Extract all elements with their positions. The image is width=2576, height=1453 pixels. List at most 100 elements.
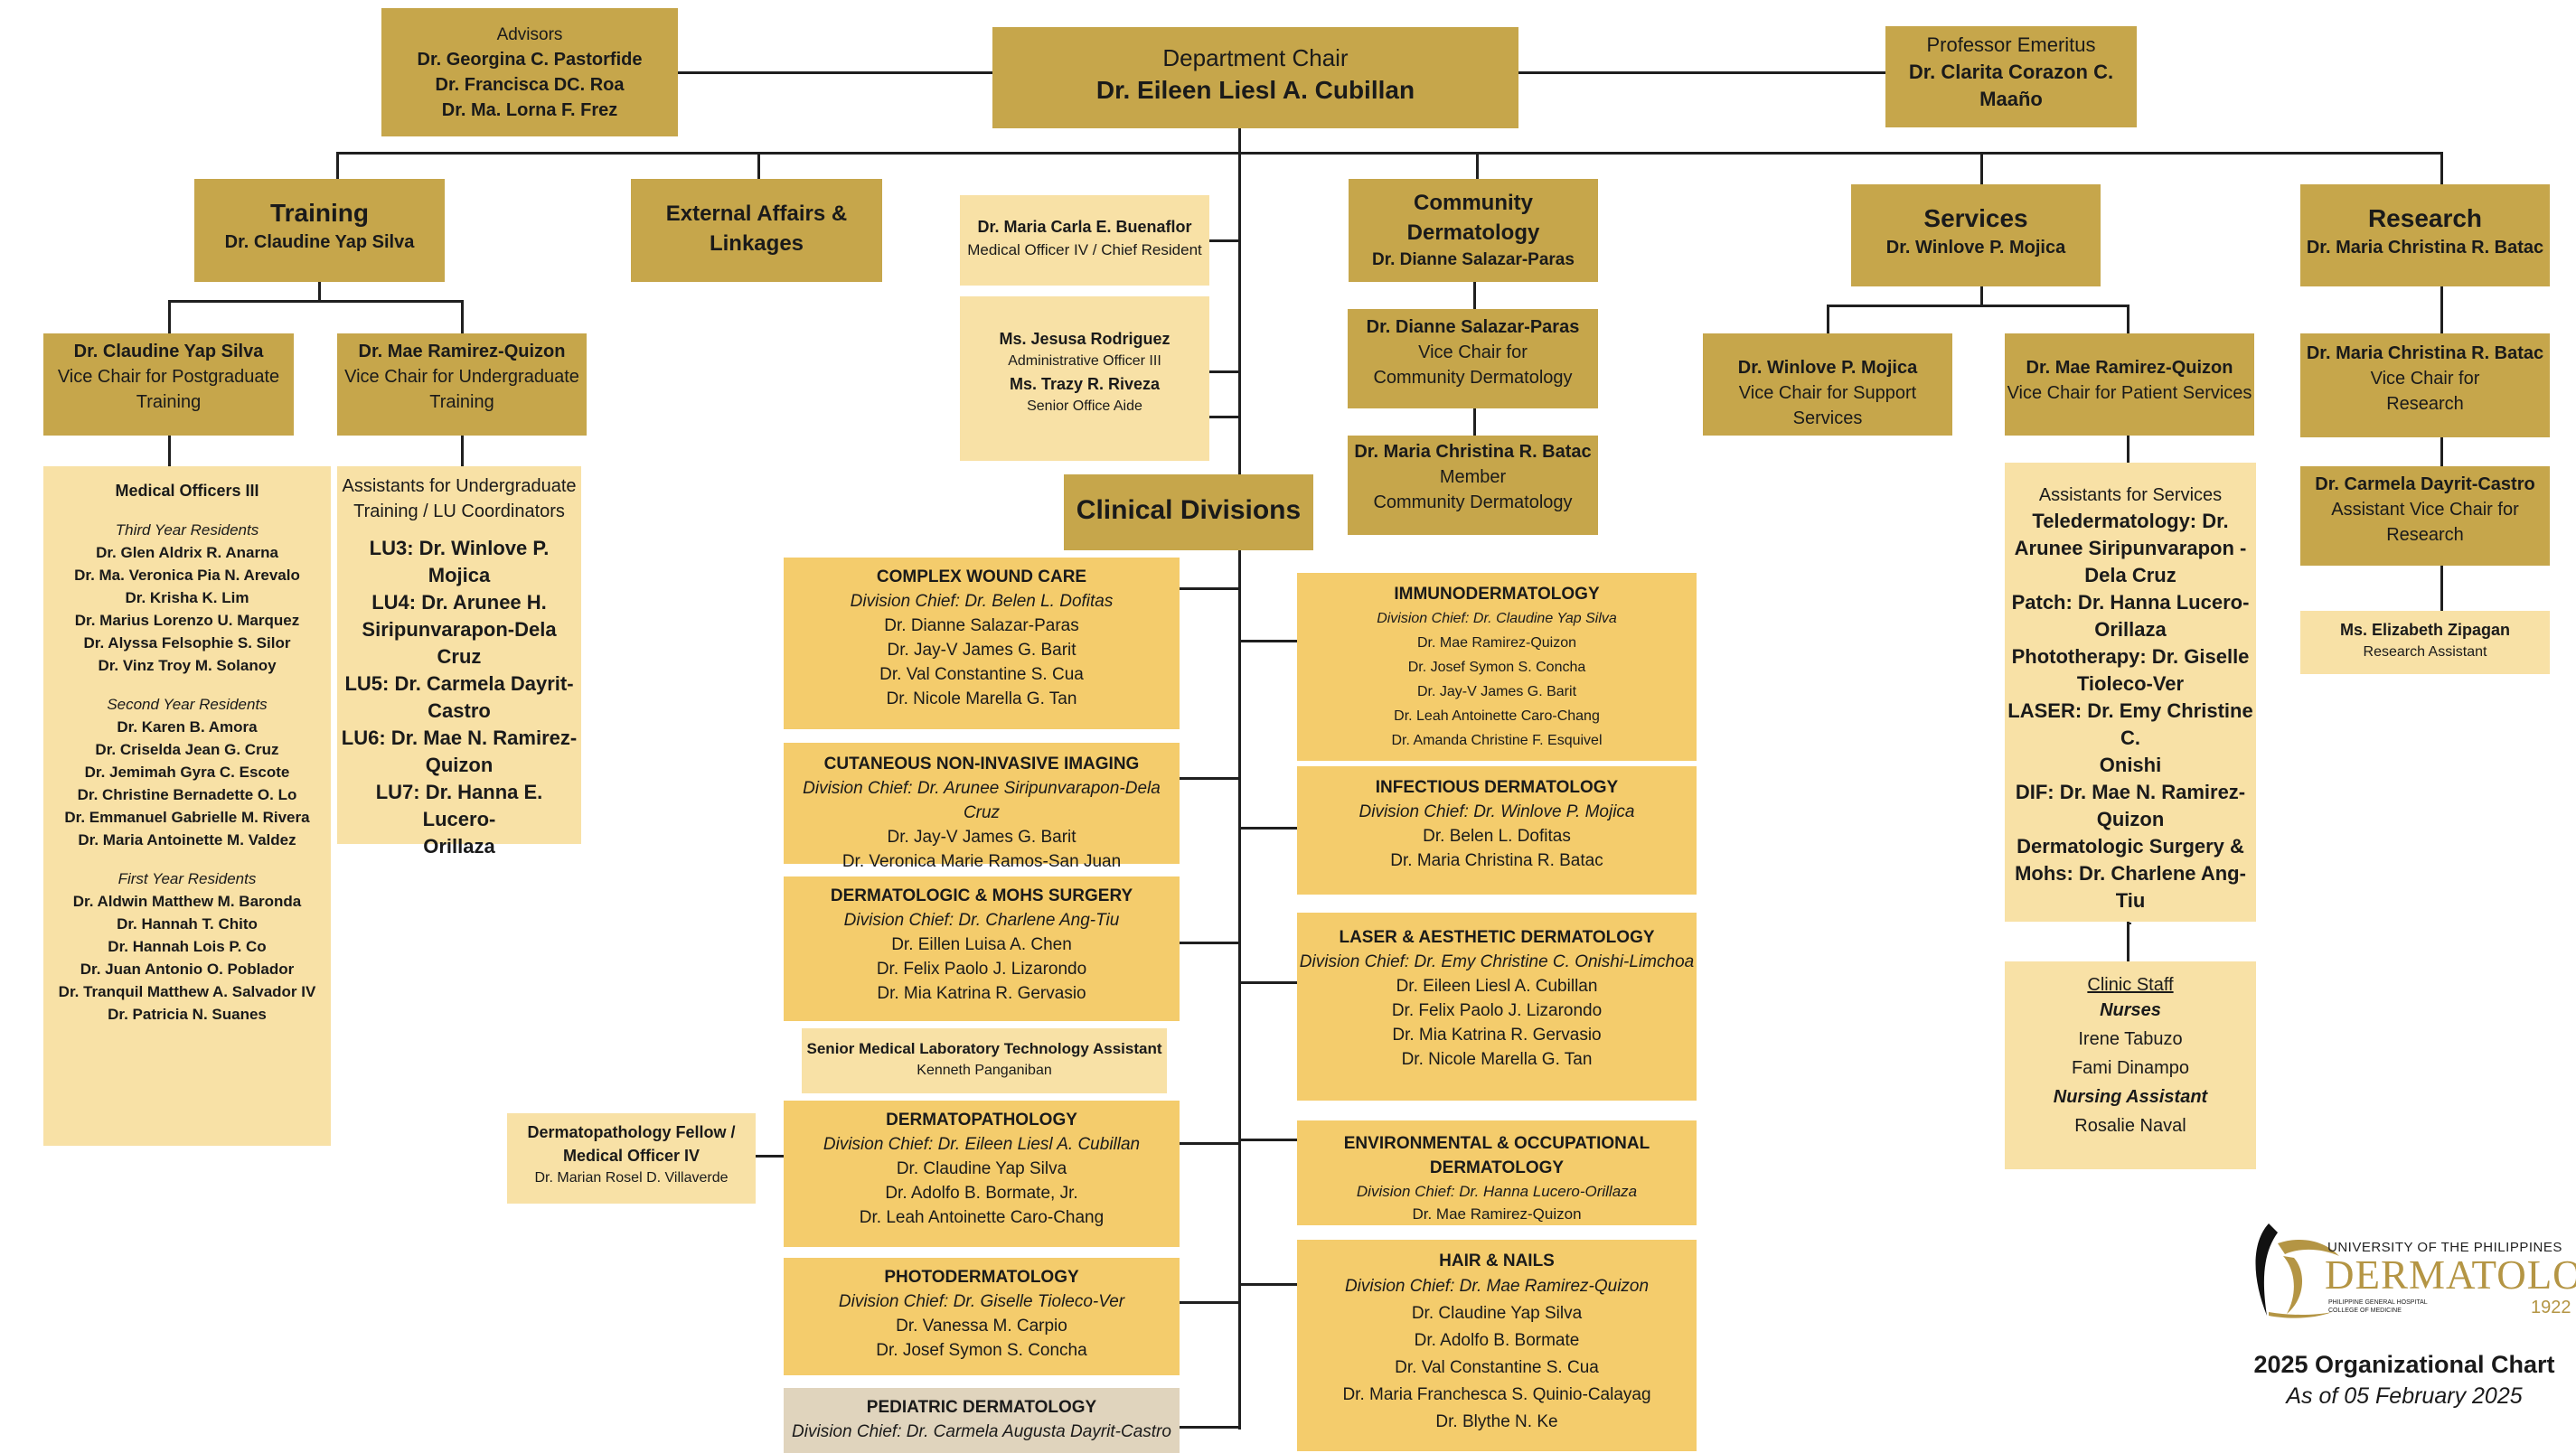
department-logo: UNIVERSITY OF THE PHILIPPINES DERMATOLOG…: [2242, 1216, 2576, 1325]
division-name: INFECTIOUS DERMATOLOGY: [1375, 778, 1619, 797]
service-assistant: Arunee Siripunvarapon -: [2014, 537, 2247, 559]
research-vc-name: Dr. Maria Christina R. Batac: [2306, 343, 2544, 363]
service-assistant: DIF: Dr. Mae N. Ramirez-: [2015, 781, 2246, 803]
division-name: CUTANEOUS NON-INVASIVE IMAGING: [823, 755, 1140, 773]
resident-name: Dr. Tranquil Matthew A. Salvador IV: [58, 983, 316, 1000]
advisors-heading: Advisors: [496, 25, 563, 44]
fellow-role: Dermatopathology Fellow /: [527, 1123, 736, 1141]
community-vc-name: Dr. Dianne Salazar-Paras: [1366, 317, 1580, 337]
fellow-role: Medical Officer IV: [562, 1147, 700, 1165]
division-name: DERMATOPATHOLOGY: [886, 1111, 1077, 1130]
service-assistant: LASER: Dr. Emy Christine C.: [2007, 699, 2253, 749]
division-pediatric-dermatology: PEDIATRIC DERMATOLOGY Division Chief: Dr…: [784, 1388, 1180, 1453]
research-avc-name: Dr. Carmela Dayrit-Castro: [2315, 474, 2535, 494]
chief-resident-name: Dr. Maria Carla E. Buenaflor: [977, 218, 1192, 236]
training-box: Training Dr. Claudine Yap Silva: [194, 179, 445, 282]
ug-vc-role: Vice Chair for Undergraduate: [344, 367, 579, 387]
division-member: Dr. Belen L. Dofitas: [1423, 827, 1571, 846]
division-cutaneous-imaging: CUTANEOUS NON-INVASIVE IMAGING Division …: [784, 743, 1180, 871]
division-chief: Division Chief: Dr. Carmela Augusta Dayr…: [792, 1422, 1171, 1441]
dermatology-flame-icon: [2255, 1223, 2339, 1318]
emeritus-name: Dr. Clarita Corazon C.: [1908, 61, 2114, 83]
admin-name: Ms. Trazy R. Riveza: [1009, 375, 1161, 393]
division-environmental-occupational: ENVIRONMENTAL & OCCUPATIONAL DERMATOLOGY…: [1297, 1120, 1697, 1225]
research-assistant-vice-chair-box: Dr. Carmela Dayrit-Castro Assistant Vice…: [2300, 466, 2550, 566]
division-member: Dr. Dianne Salazar-Paras: [884, 616, 1079, 635]
training-head: Dr. Claudine Yap Silva: [224, 232, 415, 252]
division-member: Dr. Maria Franchesca S. Quinio-Calayag: [1342, 1385, 1651, 1404]
division-member: Dr. Adolfo B. Bormate, Jr.: [885, 1184, 1078, 1203]
logo-sub1: PHILIPPINE GENERAL HOSPITAL: [2328, 1299, 2428, 1306]
division-immunodermatology: IMMUNODERMATOLOGY Division Chief: Dr. Cl…: [1297, 573, 1697, 761]
professor-emeritus-box: Professor Emeritus Dr. Clarita Corazon C…: [1885, 26, 2137, 127]
resident-name: Dr. Criselda Jean G. Cruz: [95, 741, 279, 758]
service-assistant: Onishi: [2099, 754, 2162, 776]
resident-name: Dr. Patricia N. Suanes: [108, 1006, 267, 1023]
division-chief: Division Chief: Dr. Emy Christine C. Oni…: [1299, 952, 1695, 971]
nursing-assistant-label: Nursing Assistant: [2053, 1087, 2208, 1107]
service-assistant: Phototherapy: Dr. Giselle: [2011, 645, 2250, 668]
pg-vc-role: Vice Chair for Postgraduate: [57, 367, 280, 387]
resident-name: Dr. Christine Bernadette O. Lo: [77, 786, 297, 803]
nurse-name: Irene Tabuzo: [2078, 1029, 2183, 1049]
community-dermatology-box: Community Dermatology Dr. Dianne Salazar…: [1349, 179, 1598, 282]
resident-name: Dr. Hannah Lois P. Co: [108, 938, 267, 955]
admin-role: Senior Office Aide: [1027, 398, 1142, 414]
fellow-name: Dr. Marian Rosel D. Villaverde: [534, 1170, 729, 1186]
division-name: ENVIRONMENTAL & OCCUPATIONAL DERMATOLOGY: [1343, 1134, 1650, 1177]
department-chair-box: Department Chair Dr. Eileen Liesl A. Cub…: [992, 27, 1518, 128]
lu-coordinator: Orillaza: [423, 835, 495, 858]
division-complex-wound-care: COMPLEX WOUND CARE Division Chief: Dr. B…: [784, 558, 1180, 729]
research-vc-role: Research: [2386, 394, 2464, 414]
lu-coordinator: Castro: [428, 699, 491, 722]
support-vc-name: Dr. Winlove P. Mojica: [1737, 358, 1918, 378]
research-avc-role: Research: [2386, 525, 2464, 545]
clinic-staff-heading: Clinic Staff: [2087, 975, 2174, 995]
division-member: Dr. Eileen Liesl A. Cubillan: [1396, 977, 1598, 996]
division-chief: Division Chief: Dr. Claudine Yap Silva: [1377, 611, 1617, 626]
admin-role: Administrative Officer III: [1008, 353, 1161, 369]
pg-vc-role: Training: [136, 392, 202, 412]
division-chief: Division Chief: Dr. Mae Ramirez-Quizon: [1344, 1277, 1650, 1296]
division-member: Dr. Nicole Marella G. Tan: [886, 689, 1077, 708]
division-chief: Division Chief: Dr. Winlove P. Mojica: [1359, 802, 1635, 821]
service-assistants-heading: Assistants for Services: [2038, 485, 2223, 505]
nurses-label: Nurses: [2100, 1000, 2161, 1020]
division-member: Dr. Leah Antoinette Caro-Chang: [859, 1208, 1105, 1227]
division-chief: Division Chief: Dr. Belen L. Dofitas: [850, 592, 1114, 611]
division-member: Dr. Claudine Yap Silva: [1411, 1304, 1583, 1323]
service-assistant: Teledermatology: Dr.: [2032, 510, 2229, 532]
resident-name: Dr. Jemimah Gyra C. Escote: [84, 764, 290, 781]
chief-resident-role: Medical Officer IV / Chief Resident: [967, 241, 1202, 258]
ug-assistants-heading: Training / LU Coordinators: [353, 502, 565, 521]
community-head: Dr. Dianne Salazar-Paras: [1372, 250, 1575, 269]
first-year-label: First Year Residents: [118, 870, 257, 887]
nurse-name: Fami Dinampo: [2071, 1058, 2190, 1078]
resident-name: Dr. Hannah T. Chito: [117, 915, 258, 933]
lu-coordinator: LU6: Dr. Mae N. Ramirez-: [341, 726, 578, 749]
external-title: External Affairs &: [665, 202, 848, 226]
medical-officers-box: Medical Officers III Third Year Resident…: [43, 466, 331, 1146]
second-year-label: Second Year Residents: [107, 696, 268, 713]
service-assistant: Dela Cruz: [2084, 564, 2176, 586]
community-member-name: Dr. Maria Christina R. Batac: [1354, 442, 1592, 462]
community-vice-chair-box: Dr. Dianne Salazar-Paras Vice Chair for …: [1348, 309, 1598, 408]
division-member: Dr. Amanda Christine F. Esquivel: [1391, 733, 1603, 748]
research-assistant-role: Research Assistant: [2363, 644, 2487, 660]
lu-coordinator: LU7: Dr. Hanna E. Lucero-: [375, 781, 543, 830]
division-infectious-dermatology: INFECTIOUS DERMATOLOGY Division Chief: D…: [1297, 766, 1697, 895]
division-member: Dr. Felix Paolo J. Lizarondo: [1391, 1001, 1603, 1020]
ug-vc-role: Training: [429, 392, 494, 412]
service-assistant: .: [2129, 913, 2132, 927]
division-photodermatology: PHOTODERMATOLOGY Division Chief: Dr. Gis…: [784, 1258, 1180, 1375]
community-title: Dermatology: [1406, 220, 1540, 245]
external-affairs-box: External Affairs & Linkages: [631, 179, 882, 282]
division-chief: Division Chief: Dr. Hanna Lucero-Orillaz…: [1356, 1183, 1638, 1200]
support-vice-chair-box: Dr. Winlove P. Mojica Vice Chair for Sup…: [1703, 333, 1952, 436]
medical-officers-heading: Medical Officers III: [115, 482, 259, 500]
division-member: Dr. Eillen Luisa A. Chen: [891, 935, 1072, 954]
service-assistant: Mohs: Dr. Charlene Ang-Tiu: [2015, 862, 2246, 912]
resident-name: Dr. Emmanuel Gabrielle M. Rivera: [64, 809, 310, 826]
division-name: IMMUNODERMATOLOGY: [1394, 585, 1600, 604]
research-head: Dr. Maria Christina R. Batac: [2306, 238, 2544, 258]
